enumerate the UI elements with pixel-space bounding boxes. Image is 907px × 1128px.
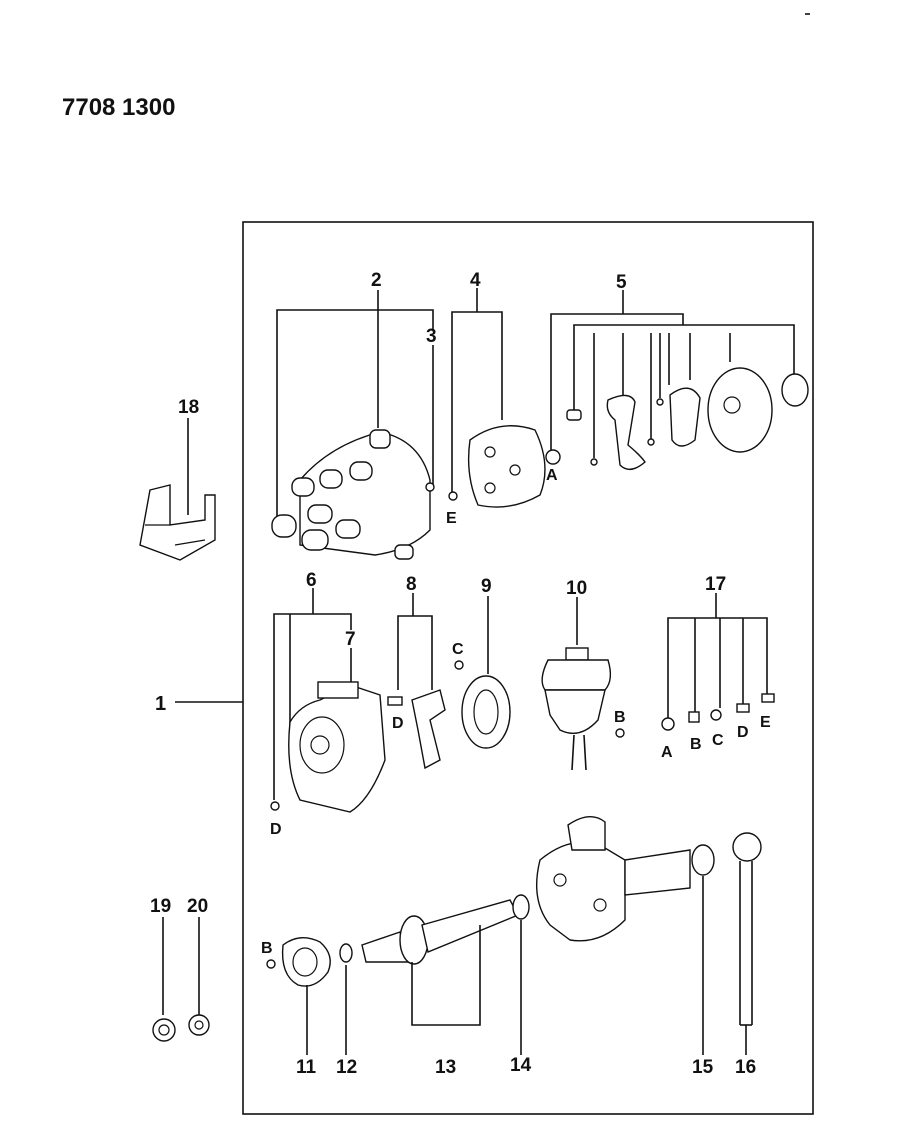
screw-d-left (270, 801, 280, 811)
distributor-cap (271, 429, 435, 560)
drive-gear (732, 832, 762, 1026)
letter-d-mid: D (392, 715, 404, 732)
letter-b-17: B (690, 736, 702, 753)
assembly-frame (242, 221, 814, 1115)
nut-19 (152, 1018, 176, 1042)
washer-20 (188, 1014, 210, 1036)
o-ring-12 (339, 943, 353, 963)
bracket-13 (411, 925, 481, 1026)
letter-d-left: D (270, 821, 282, 838)
letter-a-top: A (546, 467, 558, 484)
callout-3: 3 (426, 326, 437, 347)
callout-8: 8 (406, 574, 417, 595)
bracket-17 (667, 593, 768, 718)
callout-6: 6 (306, 570, 317, 591)
distributor-housing (535, 816, 691, 942)
letter-d-17: D (737, 724, 749, 741)
letter-c-mid: C (452, 641, 464, 658)
point-set (387, 689, 446, 770)
callout-9: 9 (481, 576, 492, 597)
callout-12: 12 (336, 1057, 357, 1078)
o-ring-15 (691, 844, 715, 876)
reference-number: 7708 1300 (62, 94, 175, 121)
breaker-plate (288, 681, 386, 813)
bracket-5 (550, 290, 795, 458)
letter-e-17: E (760, 714, 771, 731)
callout-7: 7 (345, 629, 356, 650)
callout-19: 19 (150, 896, 171, 917)
callout-10: 10 (566, 578, 587, 599)
screw-set (661, 693, 775, 731)
bracket-4 (451, 288, 503, 498)
bracket-2 (276, 290, 434, 522)
callout-5: 5 (616, 272, 627, 293)
callout-20: 20 (187, 896, 208, 917)
callout-16: 16 (735, 1057, 756, 1078)
vacuum-advance (541, 647, 612, 771)
bracket-8 (397, 593, 433, 690)
drive-shaft (361, 899, 519, 965)
letter-c-17: C (712, 732, 724, 749)
rotor-housing (467, 425, 546, 508)
callout-13: 13 (435, 1057, 456, 1078)
screw-e-top (448, 491, 458, 501)
screw-b-bottom (266, 959, 276, 969)
callout-2: 2 (371, 270, 382, 291)
letter-b-mid: B (614, 709, 626, 726)
callout-1: 1 (155, 693, 166, 715)
letter-e-top: E (446, 510, 457, 527)
screw-c-mid (454, 660, 464, 670)
callout-11: 11 (296, 1057, 317, 1078)
callout-15: 15 (692, 1057, 714, 1078)
washer-14 (512, 894, 530, 920)
letter-a-17: A (661, 744, 673, 761)
wire-clamp (139, 484, 216, 561)
callout-14: 14 (510, 1055, 532, 1076)
screw-b-mid (615, 728, 625, 738)
letter-b-bottom: B (261, 940, 273, 957)
condenser-ring (461, 675, 511, 749)
callout-4: 4 (470, 270, 481, 291)
governor-parts (545, 367, 809, 470)
callout-17: 17 (705, 574, 726, 595)
callout-18: 18 (178, 397, 199, 418)
mounting-flange (281, 937, 331, 987)
